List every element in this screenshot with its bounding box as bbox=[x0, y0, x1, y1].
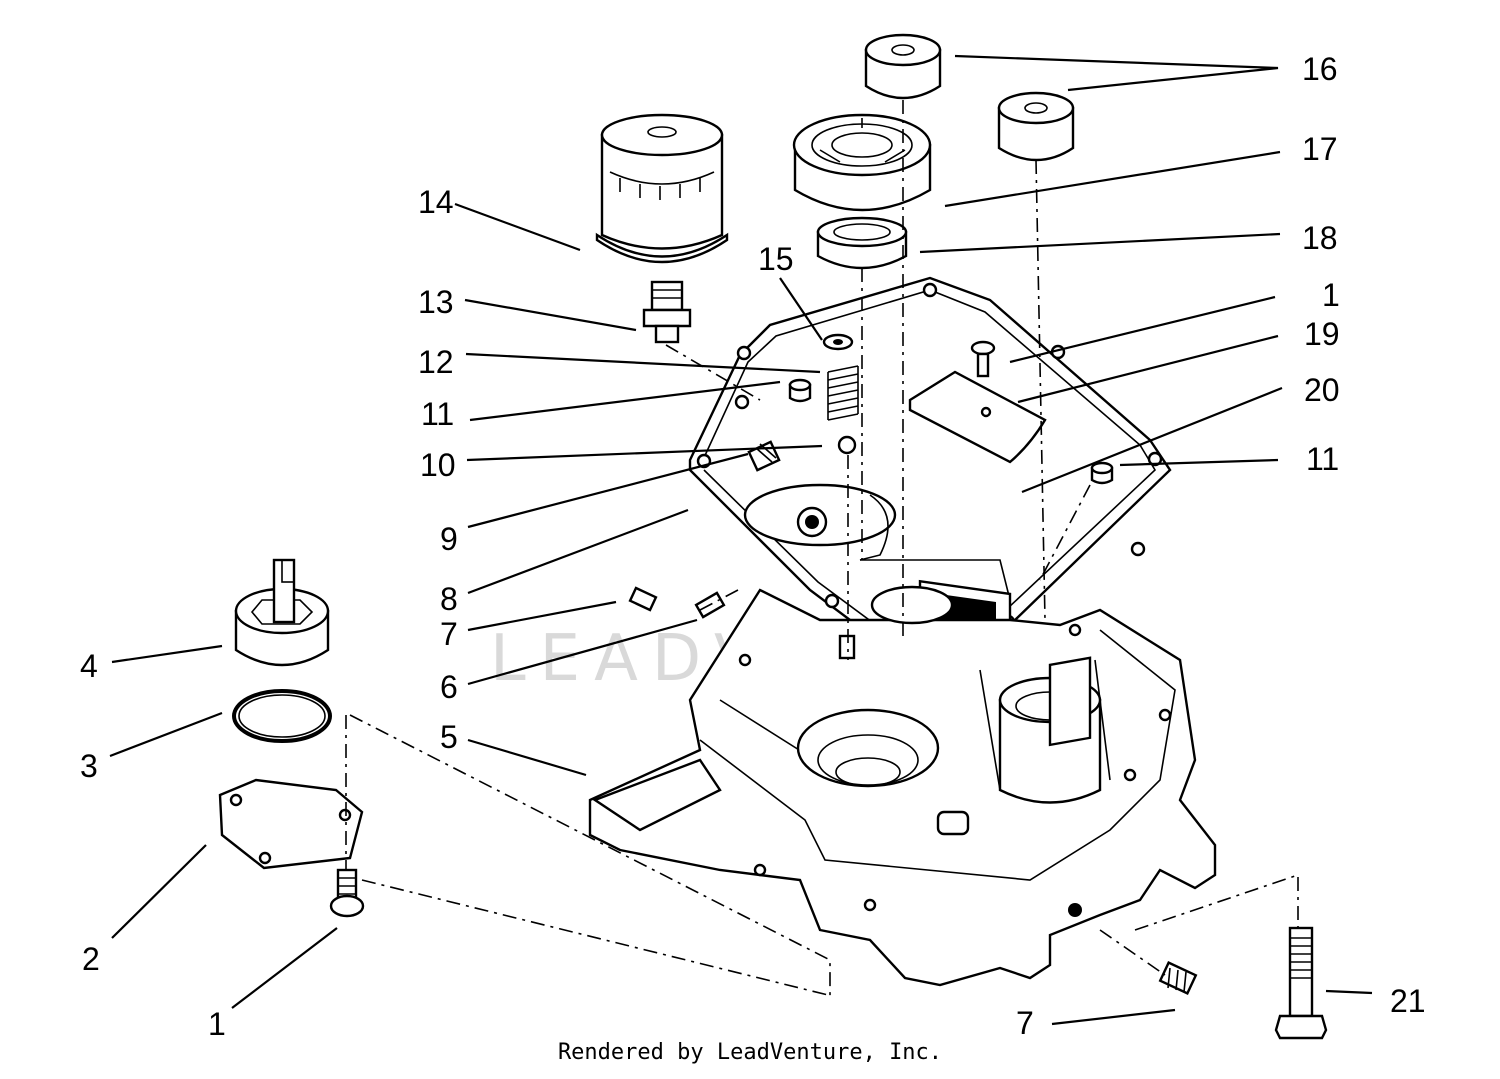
part-19-baffle-plate bbox=[908, 370, 1047, 464]
callout-17: 17 bbox=[1302, 131, 1338, 167]
callout-numbers: 16 17 18 1 19 20 11 14 15 13 12 11 10 9 … bbox=[80, 51, 1426, 1042]
part-1-screw-top bbox=[970, 340, 996, 378]
part-10-ball bbox=[837, 435, 857, 455]
part-3-o-ring bbox=[232, 689, 332, 743]
callout-8: 8 bbox=[440, 581, 458, 617]
part-11-dowel-right bbox=[1090, 461, 1114, 485]
part-1-screw-bottom bbox=[329, 868, 365, 918]
part-16-bushing-a bbox=[864, 33, 942, 100]
render-credit: Rendered by LeadVenture, Inc. bbox=[557, 1040, 943, 1065]
alignment-lines bbox=[345, 100, 1299, 1000]
pump-housing bbox=[743, 483, 1011, 601]
callout-7-bottom: 7 bbox=[1016, 1005, 1034, 1041]
part-15-washer bbox=[822, 333, 854, 351]
callout-1-top: 1 bbox=[1322, 277, 1340, 313]
part-2-cover-plate bbox=[218, 778, 364, 870]
callout-12: 12 bbox=[418, 344, 454, 380]
callout-2: 2 bbox=[82, 941, 100, 977]
callout-6: 6 bbox=[440, 669, 458, 705]
part-4-oil-pump-rotor bbox=[234, 558, 330, 667]
callout-4: 4 bbox=[80, 648, 98, 684]
callout-14: 14 bbox=[418, 184, 454, 220]
part-13-fitting bbox=[642, 280, 692, 344]
callout-18: 18 bbox=[1302, 220, 1338, 256]
part-21-bolt bbox=[1274, 926, 1328, 1040]
callout-3: 3 bbox=[80, 748, 98, 784]
part-9-plug bbox=[747, 440, 781, 472]
part-14-oil-filter bbox=[595, 113, 729, 264]
callout-9: 9 bbox=[440, 521, 458, 557]
callout-1-bottom: 1 bbox=[208, 1006, 226, 1042]
callout-20: 20 bbox=[1304, 372, 1340, 408]
callout-7-mid: 7 bbox=[440, 616, 458, 652]
callout-5: 5 bbox=[440, 719, 458, 755]
part-17-bearing bbox=[792, 113, 932, 212]
part-18-seal bbox=[816, 216, 908, 270]
leader-lines bbox=[109, 54, 1373, 1026]
part-7-setscrew-mid bbox=[628, 586, 658, 612]
part-5-crankcase bbox=[588, 585, 1217, 987]
callout-11-left: 11 bbox=[421, 396, 454, 432]
callout-15: 15 bbox=[758, 241, 794, 277]
callout-16: 16 bbox=[1302, 51, 1338, 87]
part-12-spring bbox=[827, 365, 859, 421]
callout-13: 13 bbox=[418, 284, 454, 320]
part-7-setscrew-bottom bbox=[1158, 961, 1198, 995]
part-16-bushing-b bbox=[997, 91, 1075, 162]
callout-10: 10 bbox=[420, 447, 456, 483]
callout-19: 19 bbox=[1304, 316, 1340, 352]
callout-11-right: 11 bbox=[1306, 441, 1339, 477]
part-11-dowel-left bbox=[788, 378, 812, 403]
callout-21: 21 bbox=[1390, 983, 1426, 1019]
